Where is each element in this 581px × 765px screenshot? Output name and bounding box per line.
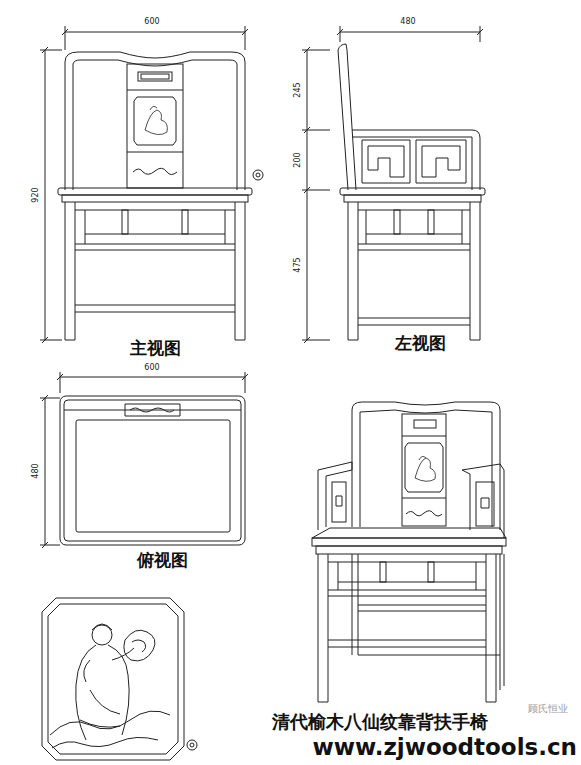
watermark: 顾氏恒业 [528,703,568,714]
dimension: 480 [32,461,41,480]
dimension: 475 [294,255,303,274]
dimension: 200 [294,150,303,169]
view-title: 主视图 [130,339,181,358]
dimension: 480 [400,18,415,27]
watermark: www.zjwoodtools.cn [312,735,577,760]
view-title: 俯视图 [137,551,188,570]
dimension: 600 [144,18,159,27]
dimension: 920 [32,185,41,204]
dimension: 245 [294,80,303,99]
top-view [40,372,248,548]
view-title: 左视图 [395,334,446,353]
isometric-view [312,402,506,702]
left-view [302,26,485,343]
front-view [40,26,263,343]
panel-detail [42,598,197,760]
dimension: 600 [144,364,159,373]
caption: 清代榆木八仙纹靠背扶手椅 [272,712,488,732]
